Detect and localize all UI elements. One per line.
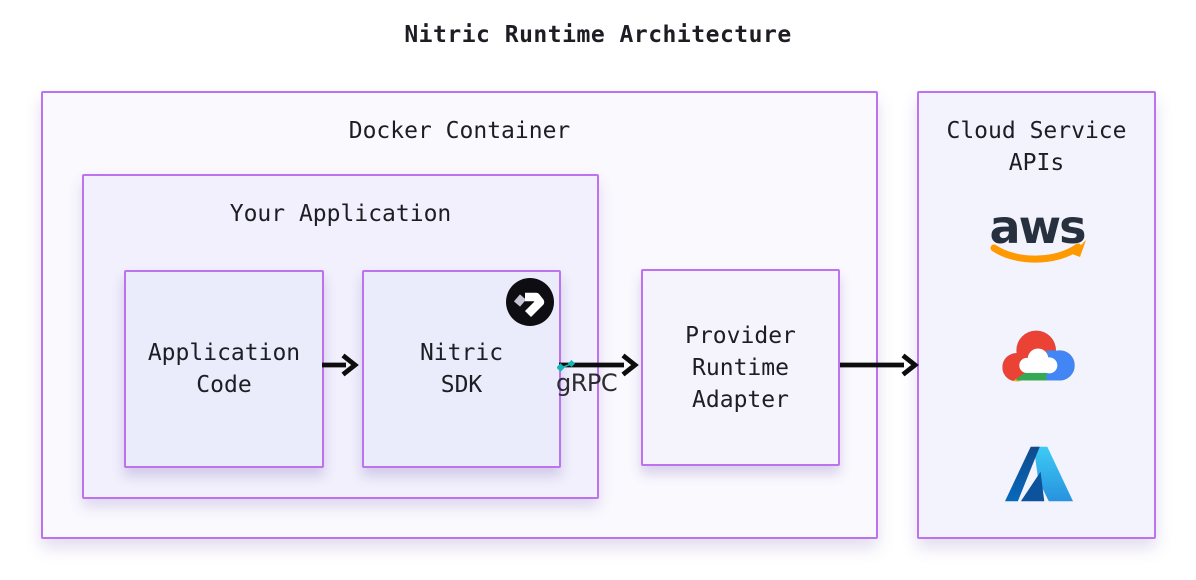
your-application-label: Your Application: [229, 201, 452, 227]
google-cloud-logo-icon: [1002, 330, 1075, 382]
grpc-logo-dots-icon: [557, 360, 576, 372]
aws-smile: [990, 243, 1082, 263]
provider-runtime-adapter-node: Provider Runtime Adapter: [641, 269, 840, 466]
application-code-node: Application Code: [124, 270, 324, 468]
your-application-box: Your Application Application Code Nitric…: [82, 174, 599, 499]
nitric-sdk-label: Nitric SDK: [419, 340, 504, 398]
grpc-label-text: gRPC: [556, 369, 618, 397]
azure-logo-icon: [1005, 446, 1073, 502]
nitric-sdk-node: Nitric SDK: [362, 270, 561, 468]
docker-container-label: Docker Container: [348, 118, 571, 144]
grpc-connection-label: gRPC: [556, 360, 618, 397]
provider-runtime-adapter-label: Provider Runtime Adapter: [685, 322, 796, 413]
nitric-logo-icon: [506, 278, 554, 326]
aws-logo-icon: aws: [990, 203, 1087, 263]
aws-wordmark: aws: [990, 203, 1086, 254]
cloud-service-apis-box: Cloud Service APIs aws: [917, 91, 1156, 539]
docker-container-box: Docker Container Your Application Applic…: [41, 91, 878, 539]
diagram-title: Nitric Runtime Architecture: [404, 22, 792, 48]
cloud-service-apis-label: Cloud Service APIs: [946, 118, 1127, 176]
application-code-label: Application Code: [147, 340, 301, 398]
